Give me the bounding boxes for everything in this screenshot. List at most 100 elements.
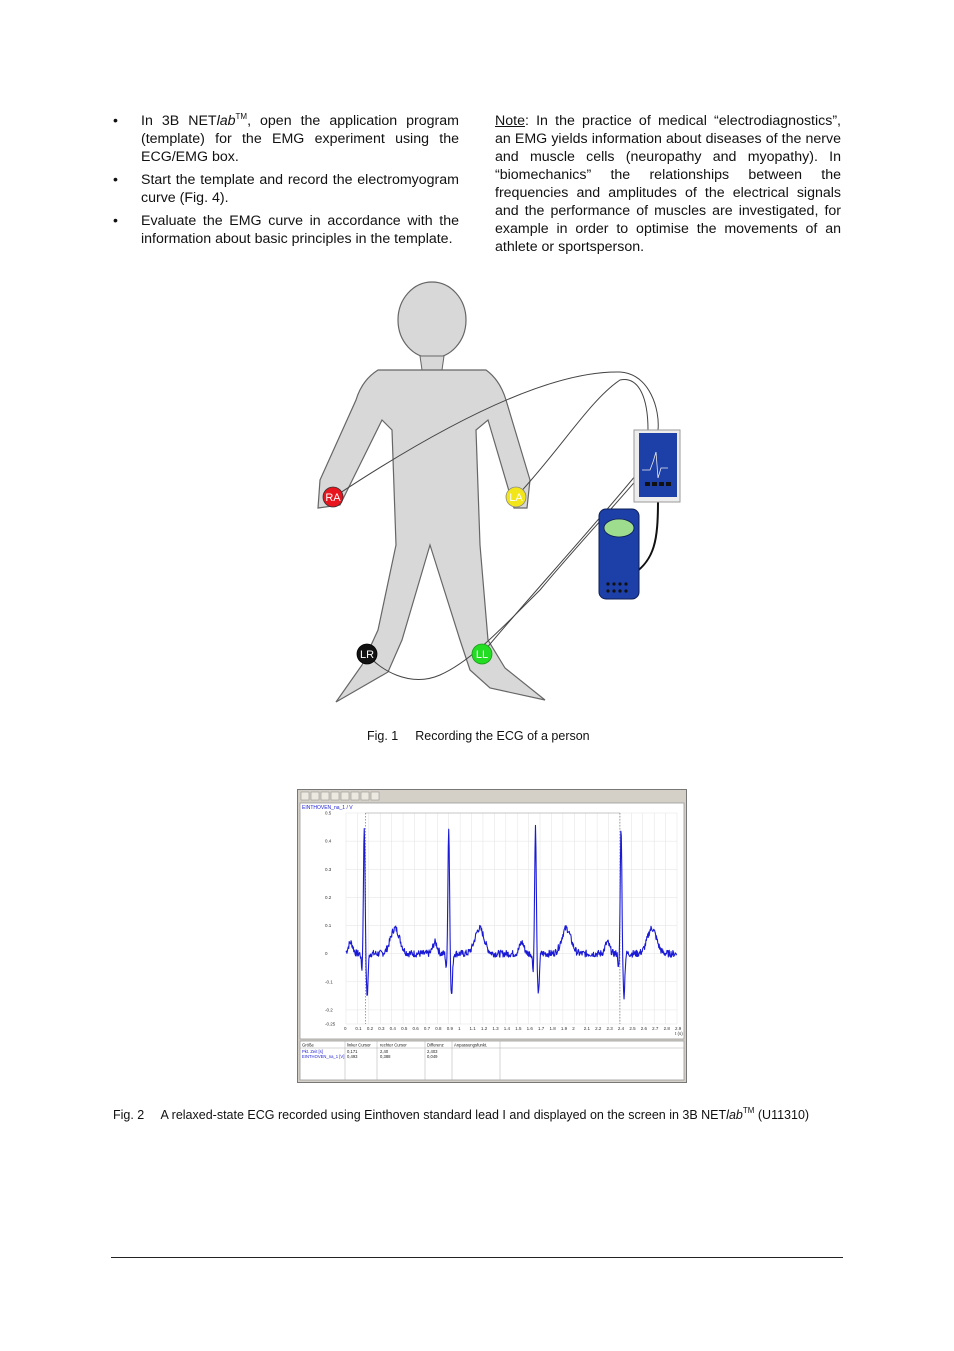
- person-silhouette: [317, 281, 546, 703]
- table-cell: 0,049: [427, 1054, 438, 1059]
- x-tick-label: 0.9: [447, 1026, 454, 1031]
- figure1-caption: Fig. 1 Recording the ECG of a person: [367, 729, 590, 743]
- toolbar: [300, 791, 380, 801]
- electrode-ll: LL: [471, 643, 493, 665]
- chart-grid: [345, 812, 678, 1025]
- x-tick-label: 1.1: [470, 1026, 477, 1031]
- x-tick-label: 0.8: [435, 1026, 442, 1031]
- y-tick-label: 0.5: [325, 811, 332, 816]
- figure1-number: Fig. 1: [367, 729, 399, 743]
- x-tick-label: 2.5: [629, 1026, 636, 1031]
- x-tick-label: 0: [344, 1026, 347, 1031]
- x-tick-label: 0.7: [424, 1026, 431, 1031]
- x-tick-label: 2.7: [652, 1026, 659, 1031]
- x-tick-label: 2.8: [664, 1026, 671, 1031]
- table-header: rechter Cursor: [380, 1043, 407, 1048]
- y-tick-label: 0.4: [325, 839, 332, 844]
- table-header: Anpassungsfunkt.: [454, 1043, 487, 1048]
- x-tick-label: 0.1: [355, 1026, 362, 1031]
- toolbar-button[interactable]: [360, 791, 370, 801]
- measurement-table-cells: Größe linker Cursor rechter Cursor Differen…: [300, 1041, 684, 1080]
- ecg-person-illustration: RA LA LR LL: [317, 281, 681, 703]
- netlab-screenshot: EINTHOVEN_na_1 / V 0.5 0.4 0.3 0.2 0.1 0 -0.1 -…: [297, 789, 687, 1083]
- chart-title: EINTHOVEN_na_1 / V: [302, 805, 353, 811]
- table-cell: 0,388: [380, 1054, 391, 1059]
- x-tick-label: 0.5: [401, 1026, 408, 1031]
- bullet-icon: •: [113, 172, 118, 188]
- y-axis-ticks: 0.5 0.4 0.3 0.2 0.1 0 -0.1 -0.2 -0.25: [325, 811, 336, 1027]
- list-item: • Evaluate the EMG curve in accordance w…: [113, 213, 459, 247]
- x-axis-label: t (s): [675, 1031, 683, 1036]
- svg-text:LL: LL: [476, 649, 488, 661]
- instruction-list: • In 3B NETlabTM, open the application p…: [113, 112, 459, 248]
- table-header: Größe: [302, 1043, 315, 1048]
- toolbar-button[interactable]: [300, 791, 310, 801]
- ecg-trace: [345, 824, 678, 1000]
- y-tick-label: 0.3: [325, 867, 332, 872]
- list-item: • Start the template and record the elec…: [113, 172, 459, 206]
- note-text: : In the practice of medical “electrodia…: [495, 113, 841, 255]
- instructions-column: • In 3B NETlabTM, open the application p…: [113, 112, 459, 253]
- x-tick-label: 1.9: [561, 1026, 568, 1031]
- x-tick-label: 2.1: [584, 1026, 591, 1031]
- toolbar-button[interactable]: [350, 791, 360, 801]
- figure2-caption-text: A relaxed-state ECG recorded using Einth…: [160, 1106, 810, 1123]
- x-tick-label: 1.6: [527, 1026, 534, 1031]
- note-paragraph: Note: In the practice of medical “electr…: [495, 112, 841, 256]
- x-tick-label: 1.2: [481, 1026, 488, 1031]
- table-header: Differenz: [427, 1043, 444, 1048]
- footer-divider: [111, 1257, 843, 1258]
- x-tick-label: 0.2: [367, 1026, 374, 1031]
- table-header: linker Cursor: [347, 1043, 371, 1048]
- x-tick-label: 2.2: [595, 1026, 602, 1031]
- figure1-caption-text: Recording the ECG of a person: [415, 729, 590, 743]
- electrode-la: LA: [505, 486, 527, 508]
- x-tick-label: 1: [458, 1026, 461, 1031]
- x-tick-label: 2.6: [641, 1026, 648, 1031]
- note-label: Note: [495, 113, 525, 129]
- table-cell: Pkt. Zeit [s]: [302, 1049, 323, 1054]
- ecg-box-device: [633, 429, 681, 503]
- svg-text:LR: LR: [360, 649, 374, 661]
- toolbar-button[interactable]: [330, 791, 340, 801]
- figure2-caption: Fig. 2 A relaxed-state ECG recorded usin…: [113, 1106, 810, 1123]
- toolbar-button[interactable]: [320, 791, 330, 801]
- table-cell: 2,40: [380, 1049, 389, 1054]
- x-tick-label: 1.5: [515, 1026, 522, 1031]
- y-tick-label: 0.1: [325, 923, 332, 928]
- table-cell: 2,403: [427, 1049, 438, 1054]
- table-cell: 0,493: [347, 1054, 358, 1059]
- toolbar-button[interactable]: [340, 791, 350, 801]
- measurement-table: [299, 1040, 685, 1081]
- x-tick-label: 1.4: [504, 1026, 511, 1031]
- svg-text:LA: LA: [509, 492, 523, 504]
- y-tick-label: 0: [325, 951, 328, 956]
- interface-device: [598, 508, 640, 600]
- x-tick-label: 1.8: [549, 1026, 556, 1031]
- y-tick-label: 0.2: [325, 895, 332, 900]
- x-tick-label: 0.4: [390, 1026, 397, 1031]
- x-tick-label: 2.9: [675, 1026, 682, 1031]
- figure2-number: Fig. 2: [113, 1108, 145, 1122]
- x-tick-label: 2.4: [618, 1026, 625, 1031]
- list-item: • In 3B NETlabTM, open the application p…: [113, 112, 459, 166]
- toolbar-button[interactable]: [370, 791, 380, 801]
- y-tick-label: -0.25: [325, 1022, 336, 1027]
- svg-text:RA: RA: [325, 492, 341, 504]
- y-tick-label: -0.1: [325, 979, 333, 984]
- x-tick-label: 2.3: [607, 1026, 614, 1031]
- bullet-icon: •: [113, 213, 118, 229]
- electrode-lr: LR: [356, 643, 378, 665]
- y-tick-label: -0.2: [325, 1007, 333, 1012]
- x-tick-label: 1.3: [492, 1026, 499, 1031]
- table-cell: 0,171: [347, 1049, 358, 1054]
- bullet-icon: •: [113, 113, 118, 129]
- electrode-ra: RA: [322, 486, 344, 508]
- x-tick-label: 0.3: [378, 1026, 385, 1031]
- x-tick-label: 1.7: [538, 1026, 545, 1031]
- toolbar-button[interactable]: [310, 791, 320, 801]
- x-tick-label: 2: [572, 1026, 575, 1031]
- table-cell: EINTHOVEN_na_1 [V]: [302, 1054, 344, 1059]
- x-axis-ticks: 0 0.1 0.2 0.3 0.4 0.5 0.6 0.7 0.8 0.9 1 1.1 1.2 1.3 1.…: [344, 1026, 682, 1031]
- x-tick-label: 0.6: [412, 1026, 419, 1031]
